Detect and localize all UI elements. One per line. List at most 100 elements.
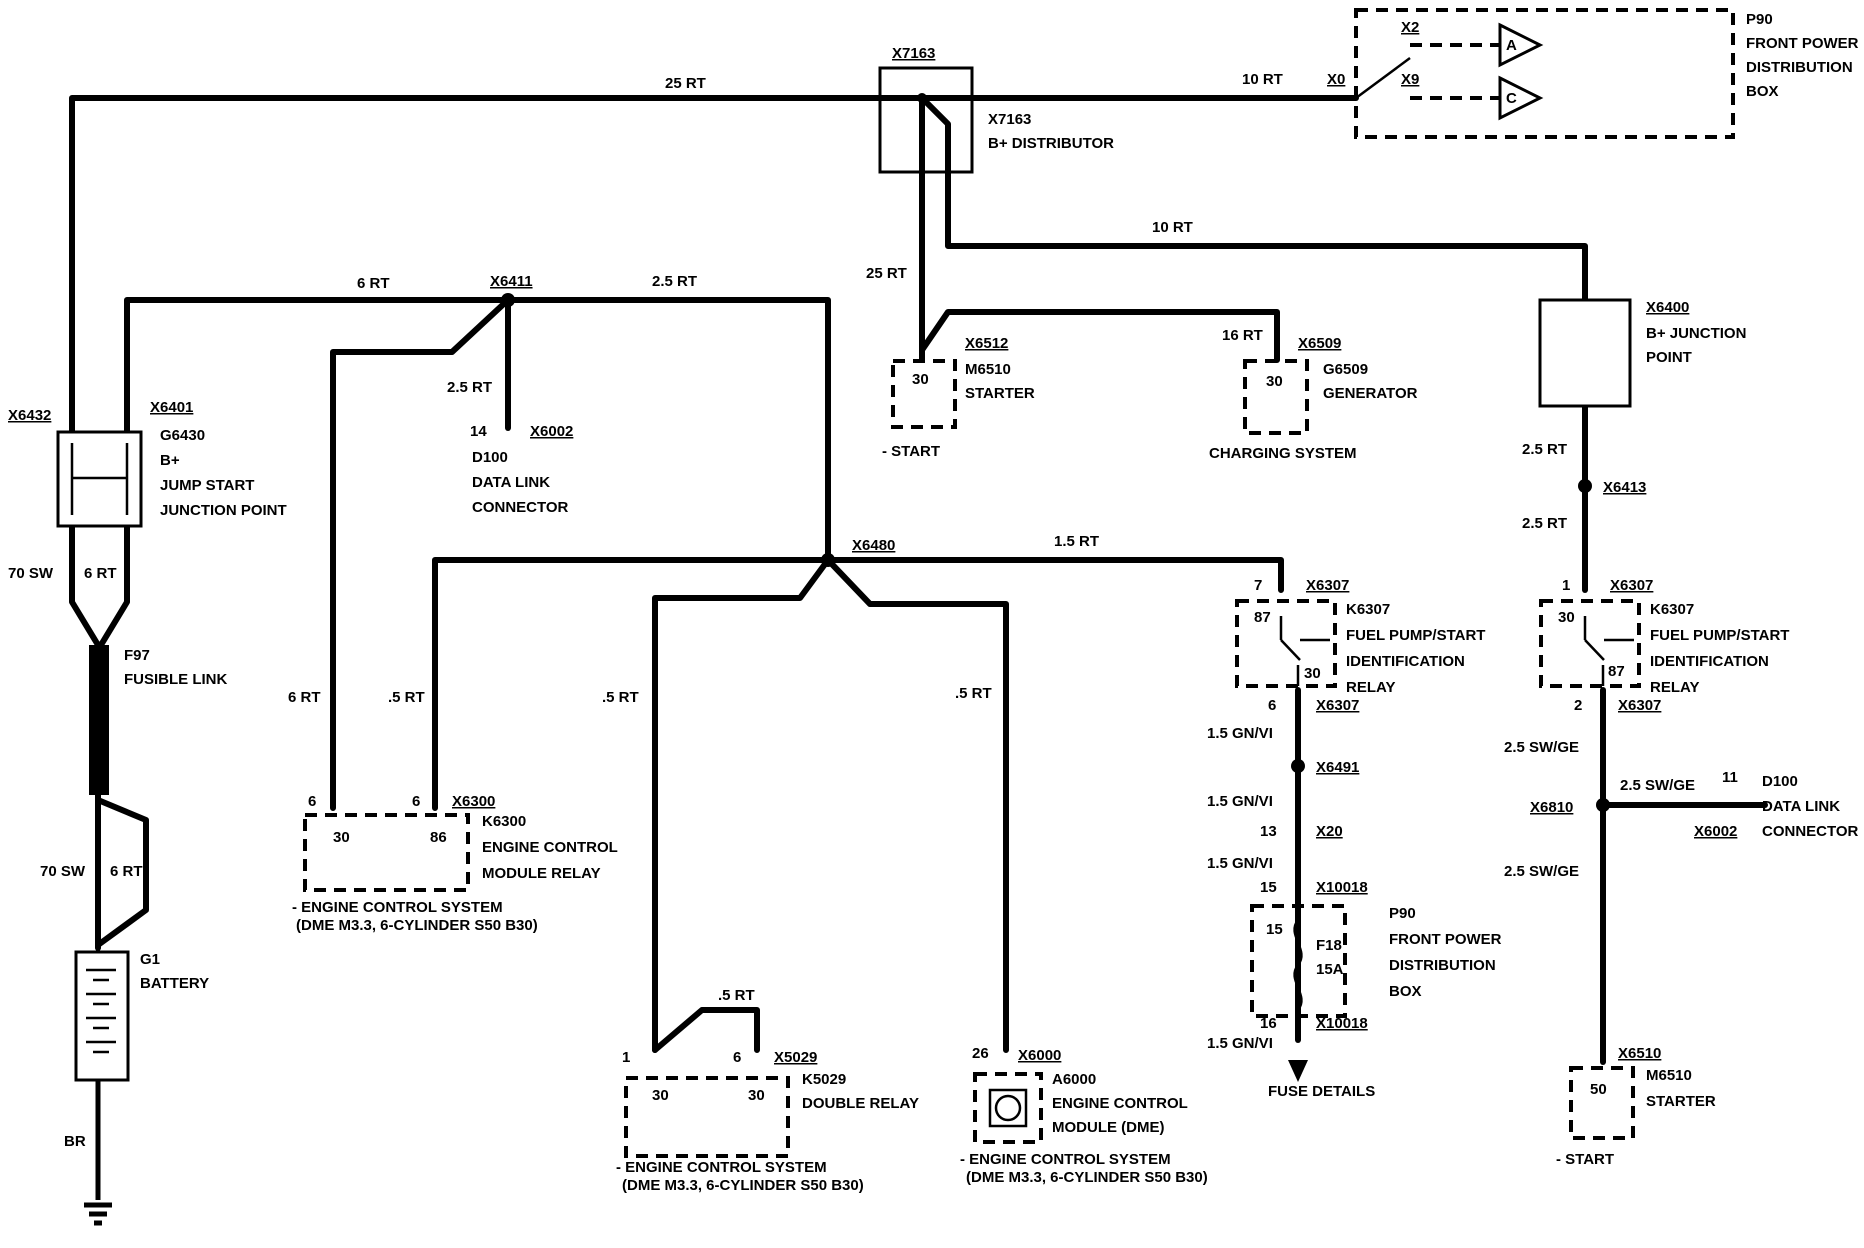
conn-x10018-b: X10018 (1316, 1015, 1368, 1032)
p90-top-line-4: BOX (1746, 83, 1779, 100)
label-25swge-1: 2.5 SW/GE (1504, 739, 1579, 756)
x7163-line-1: X7163 (988, 111, 1031, 128)
wire-70sw (69, 522, 101, 648)
g6430-line-1: G6430 (160, 427, 205, 444)
pin-30-k1: 30 (1304, 665, 1321, 682)
ecs-c-label: - ENGINE CONTROL SYSTEM (DME M3.3, 6-CYL… (960, 1151, 1208, 1186)
label-70sw-2: 70 SW (40, 863, 86, 880)
conn-x20: X20 (1316, 823, 1343, 840)
conn-x6491: X6491 (1316, 759, 1359, 776)
conn-x6480: X6480 (852, 537, 895, 554)
ecs-a-line-1: - ENGINE CONTROL SYSTEM (292, 899, 503, 916)
wire-6rt-2 (95, 797, 149, 948)
label-05rt-dbl: .5 RT (602, 689, 639, 706)
starter-box-top (891, 359, 957, 429)
b-plus-junction-point (1538, 298, 1632, 408)
wire-labels: 25 RT 10 RT 10 RT 25 RT 16 RT 6 RT 2.5 R… (8, 71, 1695, 1150)
g6509-line-1: G6509 (1323, 361, 1368, 378)
pin-15-a: 15 (1260, 879, 1277, 896)
conn-x6307-a: X6307 (1306, 577, 1349, 594)
label-25rt-r2: 2.5 RT (1522, 515, 1567, 532)
m6510-a-label: M6510 STARTER (965, 361, 1035, 402)
pin-30-dbl-b: 30 (748, 1087, 765, 1104)
f18-line-1: F18 (1316, 937, 1342, 954)
junction-dots (501, 93, 1610, 812)
label-6rt-ecm: 6 RT (288, 689, 321, 706)
m6510-a-line-1: M6510 (965, 361, 1011, 378)
conn-x2: X2 (1401, 19, 1419, 36)
label-25rt-r1: 2.5 RT (1522, 441, 1567, 458)
p90-top-box (1354, 8, 1735, 139)
d100-b-label: D100 DATA LINK CONNECTOR (1762, 773, 1859, 840)
label-6rt-1: 6 RT (84, 565, 117, 582)
pin-30-k2: 30 (1558, 609, 1575, 626)
k6300-line-3: MODULE RELAY (482, 865, 601, 882)
pin-30-gen: 30 (1266, 373, 1283, 390)
k6300-line-1: K6300 (482, 813, 526, 830)
b-plus-distributor (878, 66, 974, 174)
wire-16rt-generator (919, 309, 1280, 363)
pin-30-starter: 30 (912, 371, 929, 388)
conn-x6307-c: X6307 (1610, 577, 1653, 594)
conn-x6002-a: X6002 (530, 423, 573, 440)
d100-a-line-2: DATA LINK (472, 474, 550, 491)
d100-b-line-1: D100 (1762, 773, 1798, 790)
conn-x6413: X6413 (1603, 479, 1646, 496)
p90-b-line-3: DISTRIBUTION (1389, 957, 1496, 974)
battery-symbol (74, 950, 130, 1082)
label-70sw-1: 70 SW (8, 565, 54, 582)
pin-13: 13 (1260, 823, 1277, 840)
d100-a-line-3: CONNECTOR (472, 499, 569, 516)
x6400-label: B+ JUNCTION POINT (1646, 325, 1751, 366)
conn-x6401: X6401 (150, 399, 193, 416)
ecs-b-line-1: - ENGINE CONTROL SYSTEM (616, 1159, 827, 1176)
f18-label: F18 15A (1316, 937, 1346, 978)
k5029-line-1: K5029 (802, 1071, 846, 1088)
a6000-label: A6000 ENGINE CONTROL MODULE (DME) (1052, 1071, 1192, 1136)
label-05rt-bridge: .5 RT (718, 987, 755, 1004)
g6509-line-2: GENERATOR (1323, 385, 1418, 402)
wire-25rt-main (69, 95, 883, 435)
conn-x6810: X6810 (1530, 799, 1573, 816)
pin-2-k2: 2 (1574, 697, 1582, 714)
pin-26: 26 (972, 1045, 989, 1062)
g6430-line-3: JUMP START (160, 477, 254, 494)
label-10rt-mid: 10 RT (1152, 219, 1193, 236)
start-a-label: - START (882, 443, 940, 460)
a6000-line-2: ENGINE CONTROL (1052, 1095, 1188, 1112)
p90-b-line-2: FRONT POWER (1389, 931, 1502, 948)
label-25rt-starter: 25 RT (866, 265, 907, 282)
m6510-b-line-2: STARTER (1646, 1093, 1716, 1110)
d100-b-line-2: DATA LINK (1762, 798, 1840, 815)
label-15gnvi-4: 1.5 GN/VI (1207, 1035, 1273, 1052)
f18-line-2: 15A (1316, 961, 1344, 978)
p90-top-line-1: P90 (1746, 11, 1773, 28)
label-15rt: 1.5 RT (1054, 533, 1099, 550)
g6430-label: G6430 B+ JUMP START JUNCTION POINT (160, 427, 287, 519)
k6307-relay-right (1539, 599, 1641, 688)
pin-7: 7 (1254, 577, 1262, 594)
pin-16: 16 (1260, 1015, 1277, 1032)
x7163-label: X7163 B+ DISTRIBUTOR (988, 111, 1114, 152)
wire-10rt-mid (919, 95, 1588, 303)
starter-box-bottom (1569, 1066, 1635, 1140)
label-05rt-dme: .5 RT (955, 685, 992, 702)
label-6rt-x6411: 6 RT (357, 275, 390, 292)
g6430-line-4: JUNCTION POINT (160, 502, 287, 519)
label-15gnvi-3: 1.5 GN/VI (1207, 855, 1273, 872)
f97-label: F97 FUSIBLE LINK (124, 647, 227, 688)
wire-15rt-relay (825, 557, 1284, 593)
pin-1-k2: 1 (1562, 577, 1570, 594)
k6307-b-label: K6307 FUEL PUMP/START IDENTIFICATION REL… (1650, 601, 1794, 696)
ecs-c-line-1: - ENGINE CONTROL SYSTEM (960, 1151, 1171, 1168)
k6300-label: K6300 ENGINE CONTROL MODULE RELAY (482, 813, 622, 882)
conn-x9: X9 (1401, 71, 1419, 88)
k5029-label: K5029 DOUBLE RELAY (802, 1071, 919, 1112)
label-25rt-top: 25 RT (665, 75, 706, 92)
pin-1-dbl: 1 (622, 1049, 630, 1066)
conn-x6307-d: X6307 (1618, 697, 1661, 714)
pin-6-k1: 6 (1268, 697, 1276, 714)
wire-05rt-dme (825, 557, 1009, 1053)
label-25rt-x6411: 2.5 RT (652, 273, 697, 290)
